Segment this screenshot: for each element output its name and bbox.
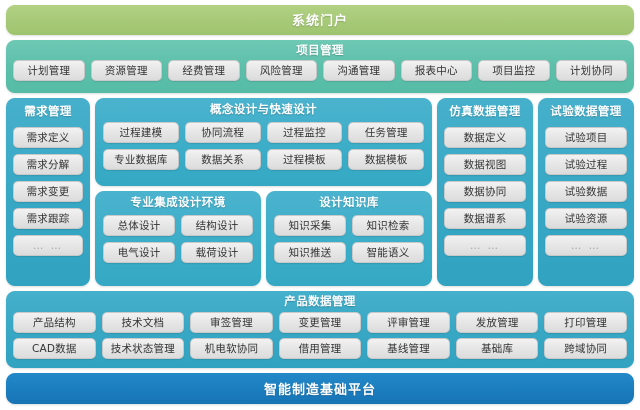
chip-test-resource[interactable]: 试验资源	[545, 208, 627, 230]
chip-release-management[interactable]: 发放管理	[455, 312, 539, 334]
chip-resource-management[interactable]: 资源管理	[90, 60, 162, 82]
chip-communication-management[interactable]: 沟通管理	[323, 60, 395, 82]
system-portal-banner: 系统门户	[6, 5, 634, 35]
product-data-management-title: 产品数据管理	[284, 293, 356, 308]
chip-professional-database[interactable]: 专业数据库	[103, 149, 179, 171]
chip-task-management[interactable]: 任务管理	[348, 122, 424, 144]
design-knowledge-title: 设计知识库	[319, 195, 379, 210]
chip-structural-design[interactable]: 结构设计	[181, 215, 253, 237]
chip-collaborative-process[interactable]: 协同流程	[184, 122, 261, 144]
product-data-management-panel: 产品数据管理 产品结构 技术文档 审签管理 变更管理 评审管理 发放管理 打印管…	[6, 290, 634, 369]
chip-load-design[interactable]: 载荷设计	[181, 242, 253, 264]
design-knowledge-panel: 设计知识库 知识采集 知识检索 知识推送 智能语义	[266, 191, 432, 286]
chip-knowledge-retrieval[interactable]: 知识检索	[352, 215, 424, 237]
chip-test-data[interactable]: 试验数据	[545, 181, 627, 203]
chip-cad-data[interactable]: CAD数据	[13, 338, 96, 360]
simulation-data-management-panel: 仿真数据管理 数据定义 数据视图 数据协同 数据谱系 … …	[437, 98, 533, 286]
chip-borrow-management[interactable]: 借用管理	[278, 338, 362, 360]
chip-semantic-intelligence[interactable]: 智能语义	[352, 242, 424, 264]
chip-approval-management[interactable]: 审签管理	[190, 312, 273, 334]
chip-simulation-more[interactable]: … …	[444, 235, 526, 257]
chip-requirement-decomposition[interactable]: 需求分解	[13, 154, 83, 176]
design-subpanels: 专业集成设计环境 总体设计 结构设计 电气设计 载荷设计 设计知识库 知识采集 …	[95, 191, 432, 286]
concept-design-title: 概念设计与快速设计	[209, 102, 318, 117]
chip-cross-domain-collaboration[interactable]: 跨域协同	[544, 338, 627, 360]
platform-banner: 智能制造基础平台	[6, 373, 634, 405]
chip-test-more[interactable]: … …	[545, 235, 627, 257]
simulation-data-management-title: 仿真数据管理	[449, 104, 521, 119]
chip-test-process[interactable]: 试验过程	[545, 154, 627, 176]
integrated-design-panel: 专业集成设计环境 总体设计 结构设计 电气设计 载荷设计	[95, 191, 261, 286]
chip-review-management[interactable]: 评审管理	[367, 312, 450, 334]
chip-change-management[interactable]: 变更管理	[278, 312, 362, 334]
chip-plan-management[interactable]: 计划管理	[13, 60, 85, 82]
concept-design-items: 过程建模 协同流程 过程监控 任务管理 专业数据库 数据关系 过程模板 数据模板	[103, 122, 424, 171]
design-column: 概念设计与快速设计 过程建模 协同流程 过程监控 任务管理 专业数据库 数据关系…	[95, 98, 432, 286]
chip-cost-management[interactable]: 经费管理	[168, 60, 240, 82]
chip-requirement-tracking[interactable]: 需求跟踪	[13, 208, 83, 230]
chip-plan-collaboration[interactable]: 计划协同	[555, 60, 627, 82]
chip-electrical-design[interactable]: 电气设计	[103, 242, 175, 264]
chip-overall-design[interactable]: 总体设计	[103, 215, 175, 237]
product-data-management-row-2: CAD数据 技术状态管理 机电软协同 借用管理 基线管理 基础库 跨域协同	[13, 338, 627, 360]
requirement-management-items: 需求定义 需求分解 需求变更 需求跟踪 … …	[13, 127, 83, 257]
chip-data-relationship[interactable]: 数据关系	[184, 149, 261, 171]
chip-data-lineage[interactable]: 数据谱系	[444, 208, 526, 230]
design-knowledge-items: 知识采集 知识检索 知识推送 智能语义	[274, 215, 424, 264]
chip-requirement-definition[interactable]: 需求定义	[13, 127, 83, 149]
test-data-management-title: 试验数据管理	[550, 104, 622, 119]
requirement-management-panel: 需求管理 需求定义 需求分解 需求变更 需求跟踪 … …	[6, 98, 90, 286]
middle-band: 需求管理 需求定义 需求分解 需求变更 需求跟踪 … … 概念设计与快速设计 过…	[6, 98, 634, 286]
chip-technical-document[interactable]: 技术文档	[101, 312, 185, 334]
chip-process-template[interactable]: 过程模板	[266, 149, 343, 171]
chip-process-modeling[interactable]: 过程建模	[103, 122, 179, 144]
chip-product-structure[interactable]: 产品结构	[13, 312, 96, 334]
project-management-items: 计划管理 资源管理 经费管理 风险管理 沟通管理 报表中心 项目监控 计划协同	[13, 60, 627, 82]
test-data-management-panel: 试验数据管理 试验项目 试验过程 试验数据 试验资源 … …	[538, 98, 634, 286]
chip-process-monitoring[interactable]: 过程监控	[266, 122, 343, 144]
chip-test-project[interactable]: 试验项目	[545, 127, 627, 149]
chip-knowledge-collection[interactable]: 知识采集	[274, 215, 346, 237]
project-management-panel: 项目管理 计划管理 资源管理 经费管理 风险管理 沟通管理 报表中心 项目监控 …	[6, 39, 634, 94]
chip-configuration-management[interactable]: 技术状态管理	[101, 338, 185, 360]
chip-mechatronic-software-collaboration[interactable]: 机电软协同	[190, 338, 273, 360]
project-management-title: 项目管理	[296, 42, 344, 57]
concept-design-panel: 概念设计与快速设计 过程建模 协同流程 过程监控 任务管理 专业数据库 数据关系…	[95, 98, 432, 187]
integrated-design-items: 总体设计 结构设计 电气设计 载荷设计	[103, 215, 253, 264]
chip-risk-management[interactable]: 风险管理	[245, 60, 317, 82]
chip-requirement-more[interactable]: … …	[13, 235, 83, 257]
chip-project-monitoring[interactable]: 项目监控	[478, 60, 550, 82]
chip-data-definition[interactable]: 数据定义	[444, 127, 526, 149]
chip-requirement-change[interactable]: 需求变更	[13, 181, 83, 203]
simulation-data-management-items: 数据定义 数据视图 数据协同 数据谱系 … …	[444, 127, 526, 257]
chip-foundation-library[interactable]: 基础库	[455, 338, 539, 360]
chip-report-center[interactable]: 报表中心	[400, 60, 472, 82]
chip-data-view[interactable]: 数据视图	[444, 154, 526, 176]
chip-baseline-management[interactable]: 基线管理	[367, 338, 450, 360]
chip-knowledge-push[interactable]: 知识推送	[274, 242, 346, 264]
requirement-management-title: 需求管理	[24, 104, 72, 119]
integrated-design-title: 专业集成设计环境	[130, 195, 226, 210]
chip-print-management[interactable]: 打印管理	[544, 312, 627, 334]
chip-data-template[interactable]: 数据模板	[348, 149, 424, 171]
product-data-management-row-1: 产品结构 技术文档 审签管理 变更管理 评审管理 发放管理 打印管理	[13, 312, 627, 334]
chip-data-collaboration[interactable]: 数据协同	[444, 181, 526, 203]
test-data-management-items: 试验项目 试验过程 试验数据 试验资源 … …	[545, 127, 627, 257]
